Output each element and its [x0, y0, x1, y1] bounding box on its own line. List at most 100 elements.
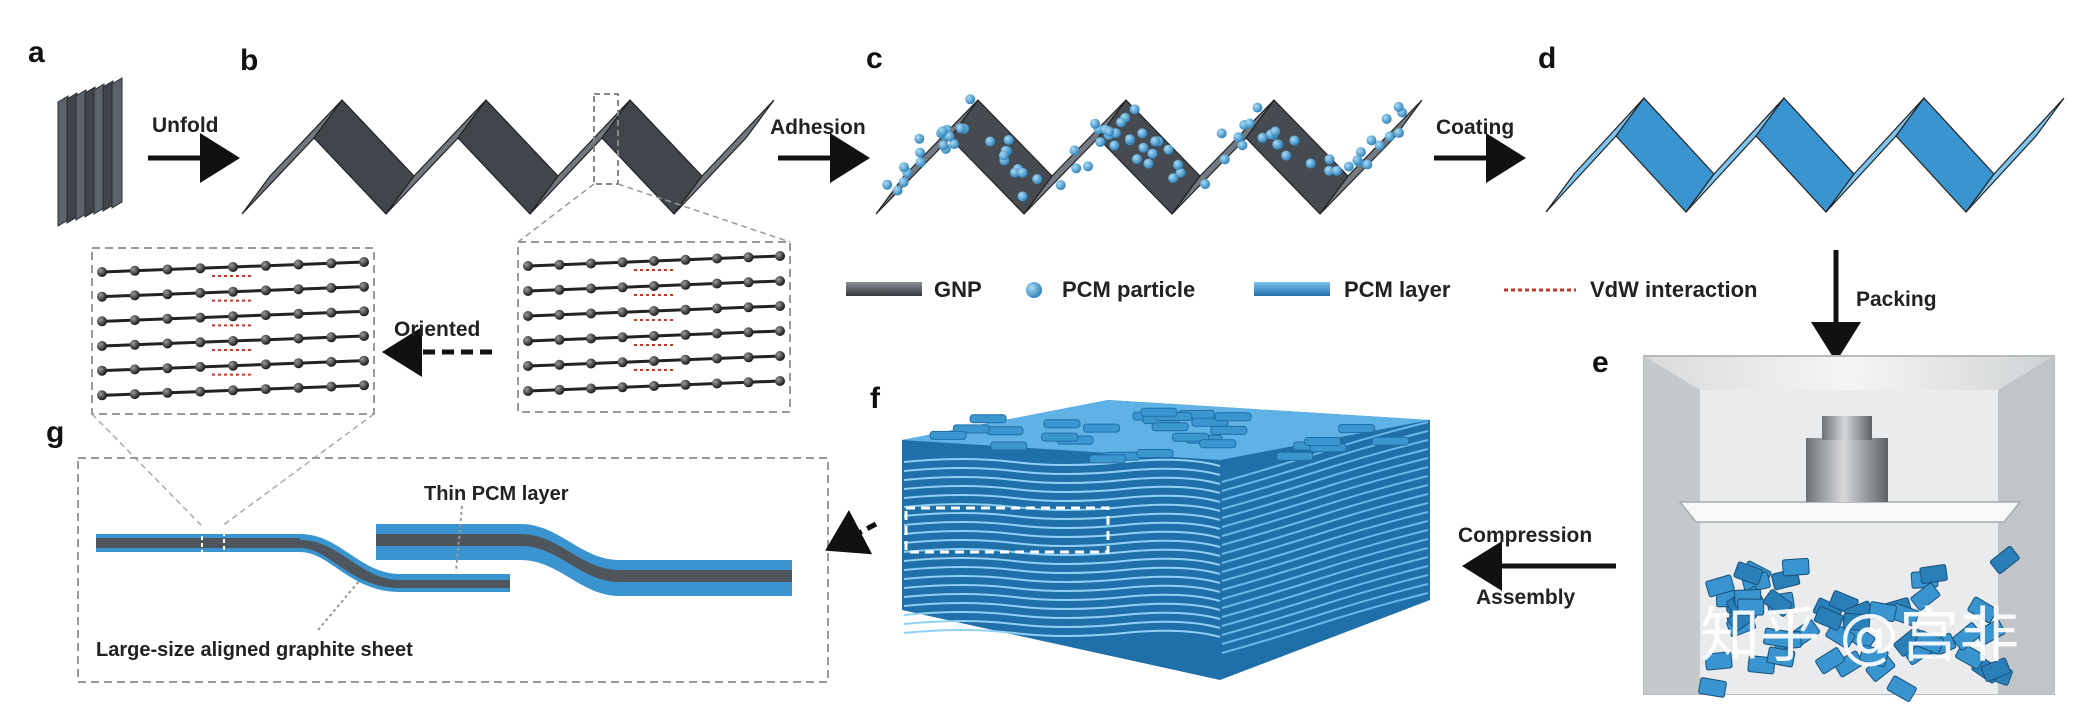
pcm-particle: [1324, 165, 1335, 176]
pcm-particle: [1244, 118, 1255, 129]
lattice-atom: [260, 260, 271, 271]
stacked-sheet: [111, 77, 123, 209]
lattice-atom: [586, 283, 596, 294]
lattice-atom: [775, 276, 785, 286]
pcm-particle: [998, 150, 1009, 161]
gnp-fold-face: [385, 99, 487, 215]
pcm-particle: [1095, 137, 1106, 147]
lattice-atom: [195, 263, 206, 274]
lattice-atom: [554, 259, 565, 270]
legend-vdw-label: VdW interaction: [1590, 277, 1757, 302]
lattice-atom: [162, 363, 173, 374]
block-top-flake: [1041, 432, 1079, 442]
block-layer-line: [1221, 538, 1429, 600]
lattice-atom: [523, 386, 533, 396]
block-layer-line: [903, 584, 1221, 593]
lattice-atom: [228, 385, 238, 396]
step-compression: Compression: [1458, 524, 1592, 547]
block-layer-line: [903, 503, 1221, 512]
lattice-atom: [586, 308, 596, 319]
pcm-coated-sheet: [1545, 97, 2065, 213]
packed-particle: [1886, 675, 1917, 702]
block-top-flake: [1043, 419, 1081, 429]
packed-particle: [1781, 557, 1810, 577]
block-layer-line: [903, 566, 1221, 575]
pcm-particle: [1394, 127, 1404, 138]
zoom-line-g-right: [221, 413, 375, 527]
block-layer-line: [1221, 448, 1429, 510]
pcm-particle: [1017, 167, 1028, 178]
pcm-particle: [899, 162, 909, 173]
block-layer-line: [903, 530, 1221, 539]
pcm-particle: [1366, 135, 1377, 146]
graphene-lattice-zoom: [523, 251, 785, 396]
pcm-particle: [898, 177, 909, 188]
block-top-flake: [1210, 425, 1248, 435]
graphite-sheet: [376, 534, 520, 546]
pcm-particle: [1270, 126, 1281, 137]
block-top-flake: [1140, 407, 1178, 417]
lattice-atom: [359, 281, 369, 292]
lattice-atom: [129, 290, 140, 301]
lattice-atom: [326, 332, 337, 343]
legend-pcm-layer-swatch: [1254, 282, 1330, 296]
lattice-atom: [680, 379, 691, 390]
lattice-atom: [680, 304, 691, 315]
graphite-sheet: [520, 534, 792, 582]
step-adhesion: Adhesion: [770, 116, 866, 139]
panel-label-c: c: [866, 42, 883, 75]
pcm-particle: [1289, 135, 1300, 146]
packed-particle: [1859, 644, 1889, 668]
graphite-sheet: [300, 540, 510, 588]
legend-pcm-particle-label: PCM particle: [1062, 277, 1195, 302]
pcm-particle: [1381, 113, 1392, 124]
block-layer-line: [1221, 547, 1429, 609]
block-layer-line: [903, 593, 1221, 602]
block-layer-line: [1221, 502, 1429, 564]
lattice-atom: [712, 328, 722, 339]
packed-particle: [1989, 545, 2020, 574]
unfolded-gnp-sheet: [241, 99, 775, 215]
block-layer-line: [903, 557, 1221, 566]
legend-pcm-layer-label: PCM layer: [1344, 277, 1451, 302]
pcm-particle: [985, 136, 996, 147]
lattice-atom: [129, 315, 140, 326]
panel-label-e: e: [1592, 346, 1609, 379]
annotation-thin-pcm-layer: Thin PCM layer: [424, 483, 569, 505]
lattice-atom: [260, 384, 271, 395]
block-layer-line: [903, 521, 1221, 530]
lattice-atom: [680, 254, 691, 265]
pcm-coated-fold-face: [1965, 97, 2065, 213]
block-top-flake: [1338, 424, 1376, 433]
lattice-atom: [293, 259, 304, 270]
block-layer-line: [903, 602, 1221, 611]
lattice-atom: [554, 309, 565, 320]
pcm-particle: [1150, 136, 1161, 147]
lattice-atom: [326, 258, 337, 269]
pcm-particle: [1055, 180, 1066, 191]
annotation-graphite-sheet: Large-size aligned graphite sheet: [96, 639, 413, 661]
gnp-with-pcm-particles: [875, 94, 1423, 215]
pcm-particle: [1324, 154, 1335, 165]
block-layer-line: [903, 485, 1221, 494]
pcm-particle: [1173, 159, 1184, 170]
lattice-atom: [649, 256, 659, 266]
block-top-flake: [1276, 451, 1314, 461]
lattice-atom: [359, 306, 369, 317]
pcm-particle: [1352, 155, 1363, 166]
lattice-atom: [129, 364, 140, 375]
graphite-sheet: [96, 538, 300, 548]
lattice-atom: [359, 331, 369, 341]
pcm-particle: [1116, 117, 1127, 128]
lattice-atom: [260, 334, 271, 345]
packed-particle: [1737, 598, 1765, 616]
lattice-atom: [228, 262, 238, 272]
weight-body: [1806, 438, 1888, 502]
lattice-atom: [359, 380, 369, 391]
gnp-fold-face: [529, 99, 631, 215]
pcm-particle: [944, 131, 955, 142]
pcm-particle: [1281, 150, 1292, 161]
lattice-atom: [617, 307, 628, 318]
lattice-atom: [586, 258, 596, 269]
lattice-atom: [743, 377, 754, 388]
